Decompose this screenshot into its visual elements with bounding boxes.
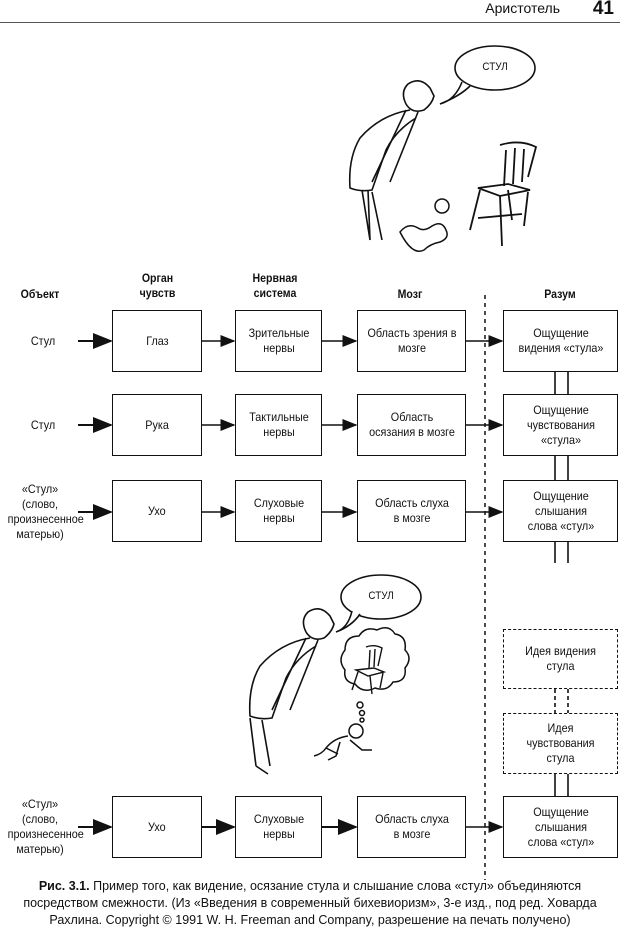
bottom-speech-bubble-text: СТУЛ: [368, 590, 394, 602]
bottom-row-organ-box: Ухо: [112, 796, 202, 858]
bottom-row-brain-box: Область слуха в мозге: [357, 796, 466, 858]
mind-column-necks: [554, 372, 569, 563]
row-3-organ-box: Ухо: [112, 480, 202, 542]
idea-feeling-chair-label: Идея чувствования стула: [526, 721, 595, 765]
row-1-nerves-box: Зрительные нервы: [235, 310, 322, 372]
figure-caption: Рис. 3.1. Пример того, как видение, осяз…: [10, 878, 610, 929]
row-3-brain-box: Область слуха в мозге: [357, 480, 466, 542]
row-2-object: Стул: [30, 418, 56, 432]
bottom-speech-bubble: [335, 574, 422, 633]
bottom-row-object: «Стул» (слово, произнесенное матерью): [7, 797, 84, 856]
row-3-object: «Стул» (слово, произнесенное матерью): [7, 482, 84, 541]
row-2-organ-box: Рука: [112, 394, 202, 456]
row-1-brain-box: Область зрения в мозге: [357, 310, 466, 372]
row-1-mind-label: Ощущение видения «стула»: [518, 326, 603, 355]
row-3-brain-label: Область слуха в мозге: [374, 496, 449, 525]
row-2-organ-label: Рука: [145, 417, 169, 432]
top-mother-figure: [348, 80, 435, 241]
column-header-object: Объект: [20, 287, 60, 301]
running-header-title: Аристотель: [485, 0, 560, 16]
bottom-row-nerves-box: Слуховые нервы: [235, 796, 322, 858]
row-1-mind-box: Ощущение видения «стула»: [503, 310, 618, 372]
page-number: 41: [592, 0, 614, 19]
bottom-row-nerves-label: Слуховые нервы: [253, 812, 304, 841]
top-baby-figure: [399, 198, 450, 252]
row-2-brain-label: Область осязания в мозге: [368, 410, 455, 439]
top-speech-bubble-text: СТУЛ: [482, 61, 508, 73]
row-1-organ-box: Глаз: [112, 310, 202, 372]
row-3-mind-label: Ощущение слышания слова «стул»: [527, 488, 594, 533]
row-2-nerves-label: Тактильные нервы: [248, 410, 309, 439]
idea-feeling-chair-box: Идея чувствования стула: [503, 713, 618, 774]
idea-seeing-chair-box: Идея видения стула: [503, 629, 618, 689]
row-1-object: Стул: [30, 334, 56, 348]
column-header-brain: Мозг: [397, 287, 423, 301]
bottom-row-organ-label: Ухо: [148, 819, 166, 834]
bottom-row-brain-label: Область слуха в мозге: [374, 812, 449, 841]
top-speech-bubble: [439, 45, 536, 105]
idea-seeing-chair-label: Идея видения стула: [525, 644, 596, 673]
column-header-mind: Разум: [544, 287, 576, 301]
bottom-row-mind-label: Ощущение слышания слова «стул»: [527, 804, 594, 849]
row-2-mind-label: Ощущение чувствования «стула»: [526, 402, 595, 447]
row-2-mind-box: Ощущение чувствования «стула»: [503, 394, 618, 456]
row-3-nerves-label: Слуховые нервы: [253, 496, 304, 525]
column-header-nervous-system: Нервная система: [252, 271, 298, 300]
bottom-mother-figure: [248, 608, 335, 775]
row-2-brain-box: Область осязания в мозге: [357, 394, 466, 456]
top-chair: [469, 141, 538, 247]
row-3-organ-label: Ухо: [148, 503, 166, 518]
row-1-brain-label: Область зрения в мозге: [367, 326, 456, 355]
row-3-nerves-box: Слуховые нервы: [235, 480, 322, 542]
imagined-chair: [351, 645, 387, 695]
row-3-mind-box: Ощущение слышания слова «стул»: [503, 480, 618, 542]
idea-column-necks: [554, 689, 569, 796]
bottom-baby-figure: [313, 723, 372, 761]
row-1-nerves-label: Зрительные нервы: [248, 326, 309, 355]
bottom-row-mind-box: Ощущение слышания слова «стул»: [503, 796, 618, 858]
column-header-sense-organ: Орган чувств: [139, 271, 176, 300]
row-1-organ-label: Глаз: [145, 333, 169, 348]
figure-label: Рис. 3.1.: [38, 879, 90, 893]
header-divider: [0, 22, 620, 23]
caption-text: Пример того, как видение, осязание стула…: [23, 879, 597, 927]
row-2-nerves-box: Тактильные нервы: [235, 394, 322, 456]
